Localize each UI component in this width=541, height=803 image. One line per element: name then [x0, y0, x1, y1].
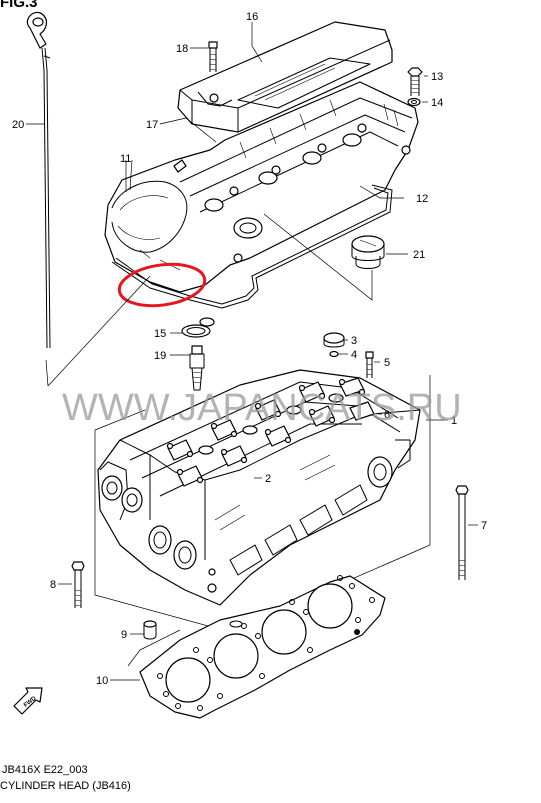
- callout-14: 14: [431, 97, 443, 109]
- top-cover: [177, 21, 393, 133]
- dowel-9: [143, 620, 157, 640]
- bolt-5: [365, 351, 374, 378]
- bolt-13: [407, 67, 423, 96]
- callout-12: 12: [416, 193, 428, 205]
- seal-15: [181, 317, 215, 338]
- callout-1: 1: [451, 415, 457, 427]
- cylinder-head: [97, 369, 421, 606]
- callout-19: 19: [154, 350, 166, 362]
- callout-21: 21: [413, 249, 425, 261]
- leader-lines: [26, 22, 478, 681]
- washer-4: [329, 350, 339, 358]
- callout-18: 18: [176, 43, 188, 55]
- callout-7: 7: [481, 520, 487, 532]
- callout-8: 8: [50, 579, 56, 591]
- callout-15: 15: [154, 328, 166, 340]
- washer-14: [407, 97, 421, 107]
- bolt-8: [71, 561, 85, 608]
- bolt-18: [208, 41, 218, 72]
- callout-6: 6: [384, 409, 390, 421]
- dipstick: [26, 11, 51, 349]
- callout-4: 4: [351, 349, 357, 361]
- callout-numbers: 16 18 13 14 17 20 11 12 21 15 3 4 19 5 6…: [12, 11, 487, 687]
- callout-3: 3: [351, 335, 357, 347]
- head-bolt-7: [455, 485, 469, 580]
- forward-arrow-icon: FWD: [13, 687, 43, 715]
- callout-16: 16: [246, 11, 258, 23]
- highlight-circle: [117, 262, 207, 308]
- plug-19: [189, 345, 205, 391]
- callout-20: 20: [12, 119, 24, 131]
- callout-10: 10: [96, 675, 108, 687]
- callout-13: 13: [431, 71, 443, 83]
- figure-code: JB416X E22_003: [2, 764, 88, 776]
- callout-9: 9: [121, 629, 127, 641]
- callout-11: 11: [120, 153, 131, 165]
- callout-2: 2: [265, 473, 271, 485]
- figure-caption: CYLINDER HEAD (JB416): [0, 780, 131, 792]
- oil-filler-cap: [351, 235, 385, 269]
- callout-5: 5: [384, 357, 390, 369]
- cap-3: [323, 332, 345, 348]
- callout-17: 17: [146, 119, 158, 131]
- cylinder-head-cover: [104, 81, 419, 293]
- head-gasket: [139, 575, 386, 719]
- figure-title: FIG.3: [0, 0, 38, 11]
- cover-gasket: [111, 184, 393, 309]
- watermark: WWW.JAPANCATS.RU: [62, 387, 462, 429]
